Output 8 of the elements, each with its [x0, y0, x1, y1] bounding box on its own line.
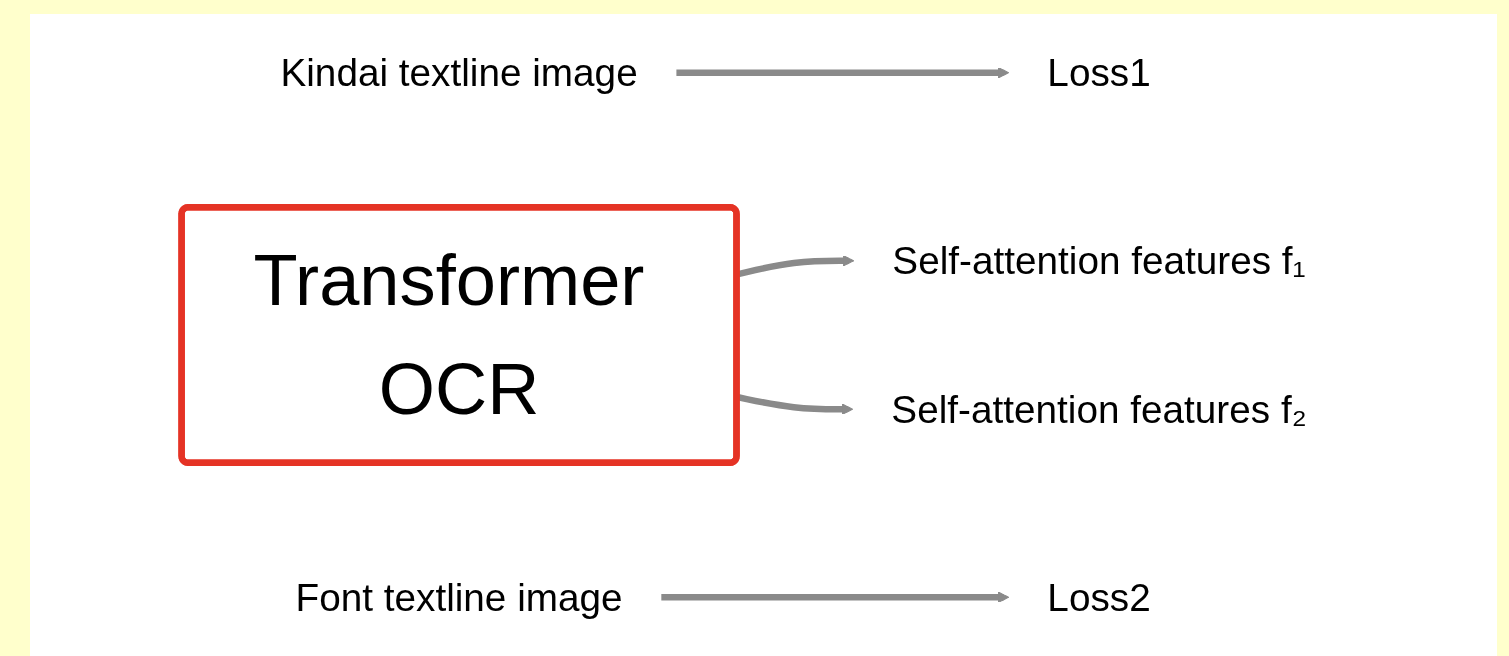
- arrow: [676, 67, 1010, 79]
- node-text: Loss2: [1047, 575, 1151, 619]
- node-text: Self-attention features f₂: [891, 387, 1307, 431]
- arrow: [661, 591, 1010, 603]
- node-text: Self-attention features f₁: [892, 239, 1306, 283]
- node-text: Loss1: [1047, 51, 1151, 95]
- node-text: Font textline image: [295, 575, 623, 619]
- node-text: Kindai textline image: [280, 51, 638, 95]
